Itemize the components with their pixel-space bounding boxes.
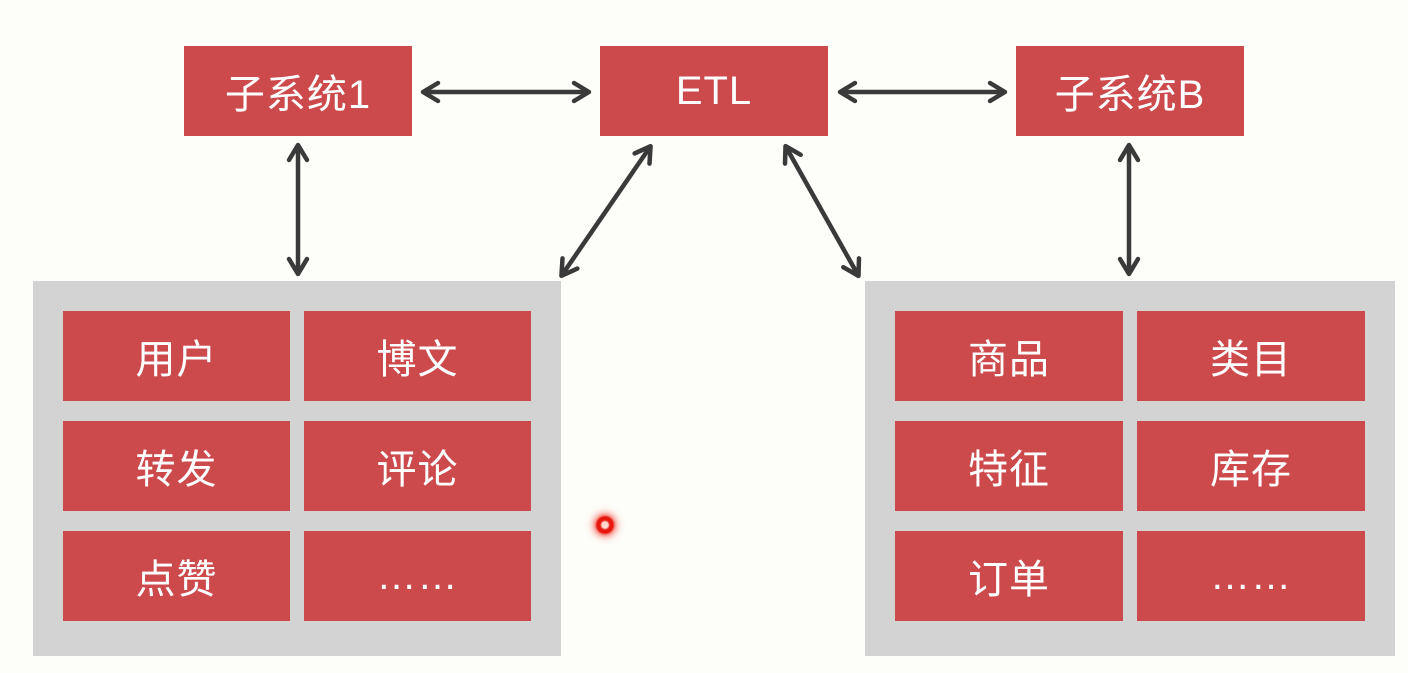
right-panel-cell-orders: 订单	[895, 531, 1123, 621]
right-panel-cell-inventory: 库存	[1137, 421, 1365, 511]
arrow-etl-leftpanel	[559, 143, 653, 279]
right-panel-cell-categories: 类目	[1137, 311, 1365, 401]
left-panel-cell-ellipsis: ……	[304, 531, 531, 621]
node-etl: ETL	[600, 46, 828, 136]
left-panel-cell-comments: 评论	[304, 421, 531, 511]
arrow-etl-rightpanel	[782, 143, 862, 279]
right-data-panel: 商品 类目 特征 库存 订单 ……	[865, 281, 1395, 656]
left-panel-cell-users: 用户	[63, 311, 290, 401]
left-panel-cell-posts: 博文	[304, 311, 531, 401]
laser-pointer-dot	[584, 504, 626, 546]
node-subsystem1: 子系统1	[184, 46, 412, 136]
left-data-panel: 用户 博文 转发 评论 点赞 ……	[33, 281, 561, 656]
left-panel-cell-likes: 点赞	[63, 531, 290, 621]
node-subsystemB: 子系统B	[1016, 46, 1244, 136]
right-panel-cell-ellipsis: ……	[1137, 531, 1365, 621]
right-panel-cell-products: 商品	[895, 311, 1123, 401]
right-panel-cell-features: 特征	[895, 421, 1123, 511]
left-panel-cell-reposts: 转发	[63, 421, 290, 511]
